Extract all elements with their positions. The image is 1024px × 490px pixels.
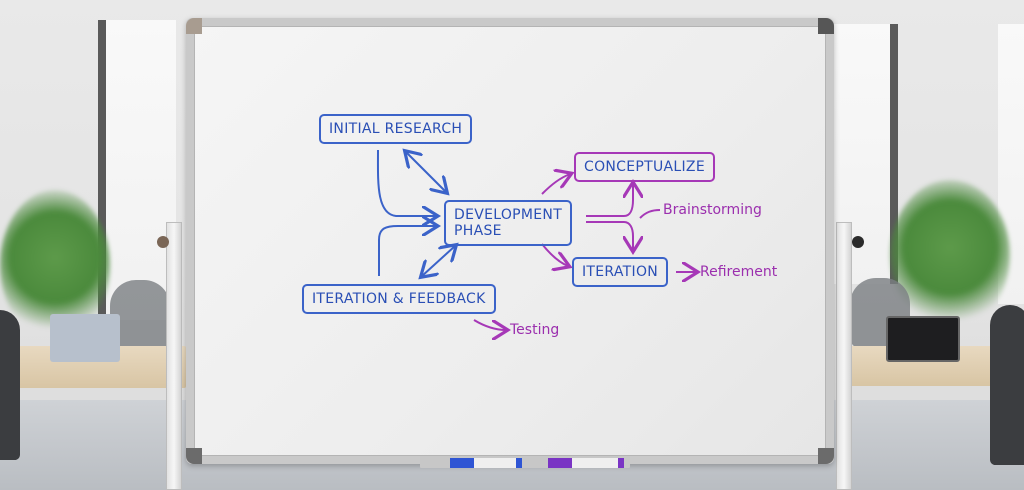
plant-right [890,180,1010,330]
whiteboard-surface [194,26,826,456]
box-iteration: ITERATION [572,257,669,287]
window-frame-right [890,24,898,284]
purple-marker[interactable] [548,458,624,468]
chair-back-left [110,280,170,350]
box-development-phase: DEVELOPMENT PHASE [444,200,573,246]
box-initial-research: INITIAL RESEARCH [319,114,473,144]
blue-marker-body [474,458,516,468]
blue-marker[interactable] [450,458,522,468]
arrow-development-down-iteration [586,221,633,250]
box-iteration-feedback-label: ITERATION & FEEDBACK [312,291,486,307]
box-development-phase-line1: DEVELOPMENT [454,207,563,223]
arrow-development-to-conceptualize [541,174,570,195]
arrow-development-to-iteration [541,243,568,266]
knob-left[interactable] [157,236,169,248]
box-conceptualize-label: CONCEPTUALIZE [584,159,705,175]
brainstorming-leader [639,209,661,219]
blue-marker-end [516,458,522,468]
whiteboard [186,18,834,464]
knob-right[interactable] [852,236,864,248]
box-conceptualize: CONCEPTUALIZE [574,152,715,182]
purple-marker-cap [548,458,572,468]
chair-front-right [990,305,1024,465]
laptop-right [886,316,960,362]
board-corner-bottom-left [186,448,202,464]
purple-marker-end [618,458,624,468]
purple-marker-body [572,458,618,468]
window-frame-left [98,20,106,320]
note-brainstorming: Brainstorming [663,202,762,218]
board-corner-bottom-right [818,448,834,464]
board-corner-top-left [186,18,202,34]
box-initial-research-label: INITIAL RESEARCH [329,121,463,137]
box-development-phase-line2: PHASE [454,223,502,239]
arrow-feedback-to-development [378,226,436,276]
box-iteration-label: ITERATION [582,264,659,280]
chair-front-left [0,310,20,460]
window-left [104,20,176,320]
arrow-feedback-to-testing [473,319,506,330]
arrow-feedback-development-bidirectional [422,246,455,276]
blue-marker-cap [450,458,474,468]
note-testing: Testing [510,322,560,338]
laptop-left [50,314,120,362]
arrow-research-to-development [376,149,436,216]
box-iteration-feedback: ITERATION & FEEDBACK [302,284,496,314]
arrow-research-development-bidirectional [406,152,446,192]
arrow-development-up-conceptualize [586,184,633,217]
board-corner-top-right [818,18,834,34]
note-refinement: Refirement [700,264,778,280]
